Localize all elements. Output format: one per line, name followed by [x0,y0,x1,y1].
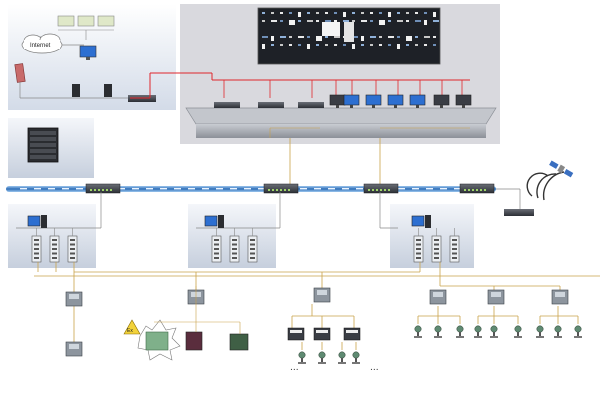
server-tower-icon [104,84,112,97]
workstation-monitor-icon [343,94,360,106]
station-pc-icon [27,215,41,227]
mimic-display [344,22,354,42]
network-switch-icon [85,183,121,194]
network-switch-icon [459,183,495,194]
more-devices-right: ... [370,363,379,373]
ex-hazard-label: Ex [127,328,133,334]
workstation-monitor-icon [409,94,426,106]
workstation-monitor-icon [387,94,404,106]
station-tower-icon [425,215,431,228]
field-instrument-icon [574,325,582,333]
fieldbus-module-icon [343,327,361,341]
hazard-area-group: Ex [123,286,249,361]
operator-desk-front [196,124,486,138]
pc-monitor-icon [79,45,97,58]
workstation-monitor-icon [433,94,450,106]
office-network-panel: Internet [8,4,176,110]
station-pc-icon [204,215,218,227]
internet-label: Internet [30,43,51,49]
field-instrument-icon [414,325,422,333]
laptop-icon [57,15,75,27]
satellite-icon [549,160,574,178]
desk-switch-icon [258,102,284,108]
field-instrument-icon [554,325,562,333]
field-instrument-icon [474,325,482,333]
field-instrument-icon [456,325,464,333]
ex-hazard-icon [123,319,141,335]
io-module-icon [229,333,249,351]
wireless-gateway-icon [504,209,534,216]
internet-cloud-icon: Internet [21,33,63,54]
field-instrument-icon [434,325,442,333]
network-switch-icon [263,183,299,194]
field-instrument-icon [298,351,306,359]
station-tower-icon [41,215,47,228]
fieldbus-module-icon [313,327,331,341]
more-devices-left: ... [290,363,299,373]
io-module-icon [145,331,169,351]
field-instrument-icon [514,325,522,333]
signal-wave-icon [526,172,549,197]
fiber-backbone [6,183,496,194]
server-tower-icon [72,84,80,97]
workstation-monitor-icon [329,94,346,106]
laptop-icon [77,15,95,27]
network-switch-icon [363,183,399,194]
desk-switch-icon [214,102,240,108]
field-instrument-icon [352,351,360,359]
laptop-group [57,15,115,40]
mimic-panel-details [262,12,439,49]
station-pc-icon [411,215,425,227]
laptop-icon [97,15,115,27]
desk-switch-icon [298,102,324,108]
fieldbus-module-icon [287,327,305,341]
station-tower-icon [218,215,224,228]
workstation-monitor-icon [365,94,382,106]
io-module-icon [185,331,203,351]
server-rack-panel [8,118,94,178]
firewall-icon [14,63,26,83]
field-instrument-icon [318,351,326,359]
mimic-display [322,22,340,36]
field-instrument-icon [490,325,498,333]
field-instrument-icon [536,325,544,333]
workstation-monitor-icon [455,94,472,106]
field-instrument-icon [338,351,346,359]
wireless-link [496,160,574,216]
control-room-panel [130,4,500,144]
operator-desk-top [185,107,497,125]
